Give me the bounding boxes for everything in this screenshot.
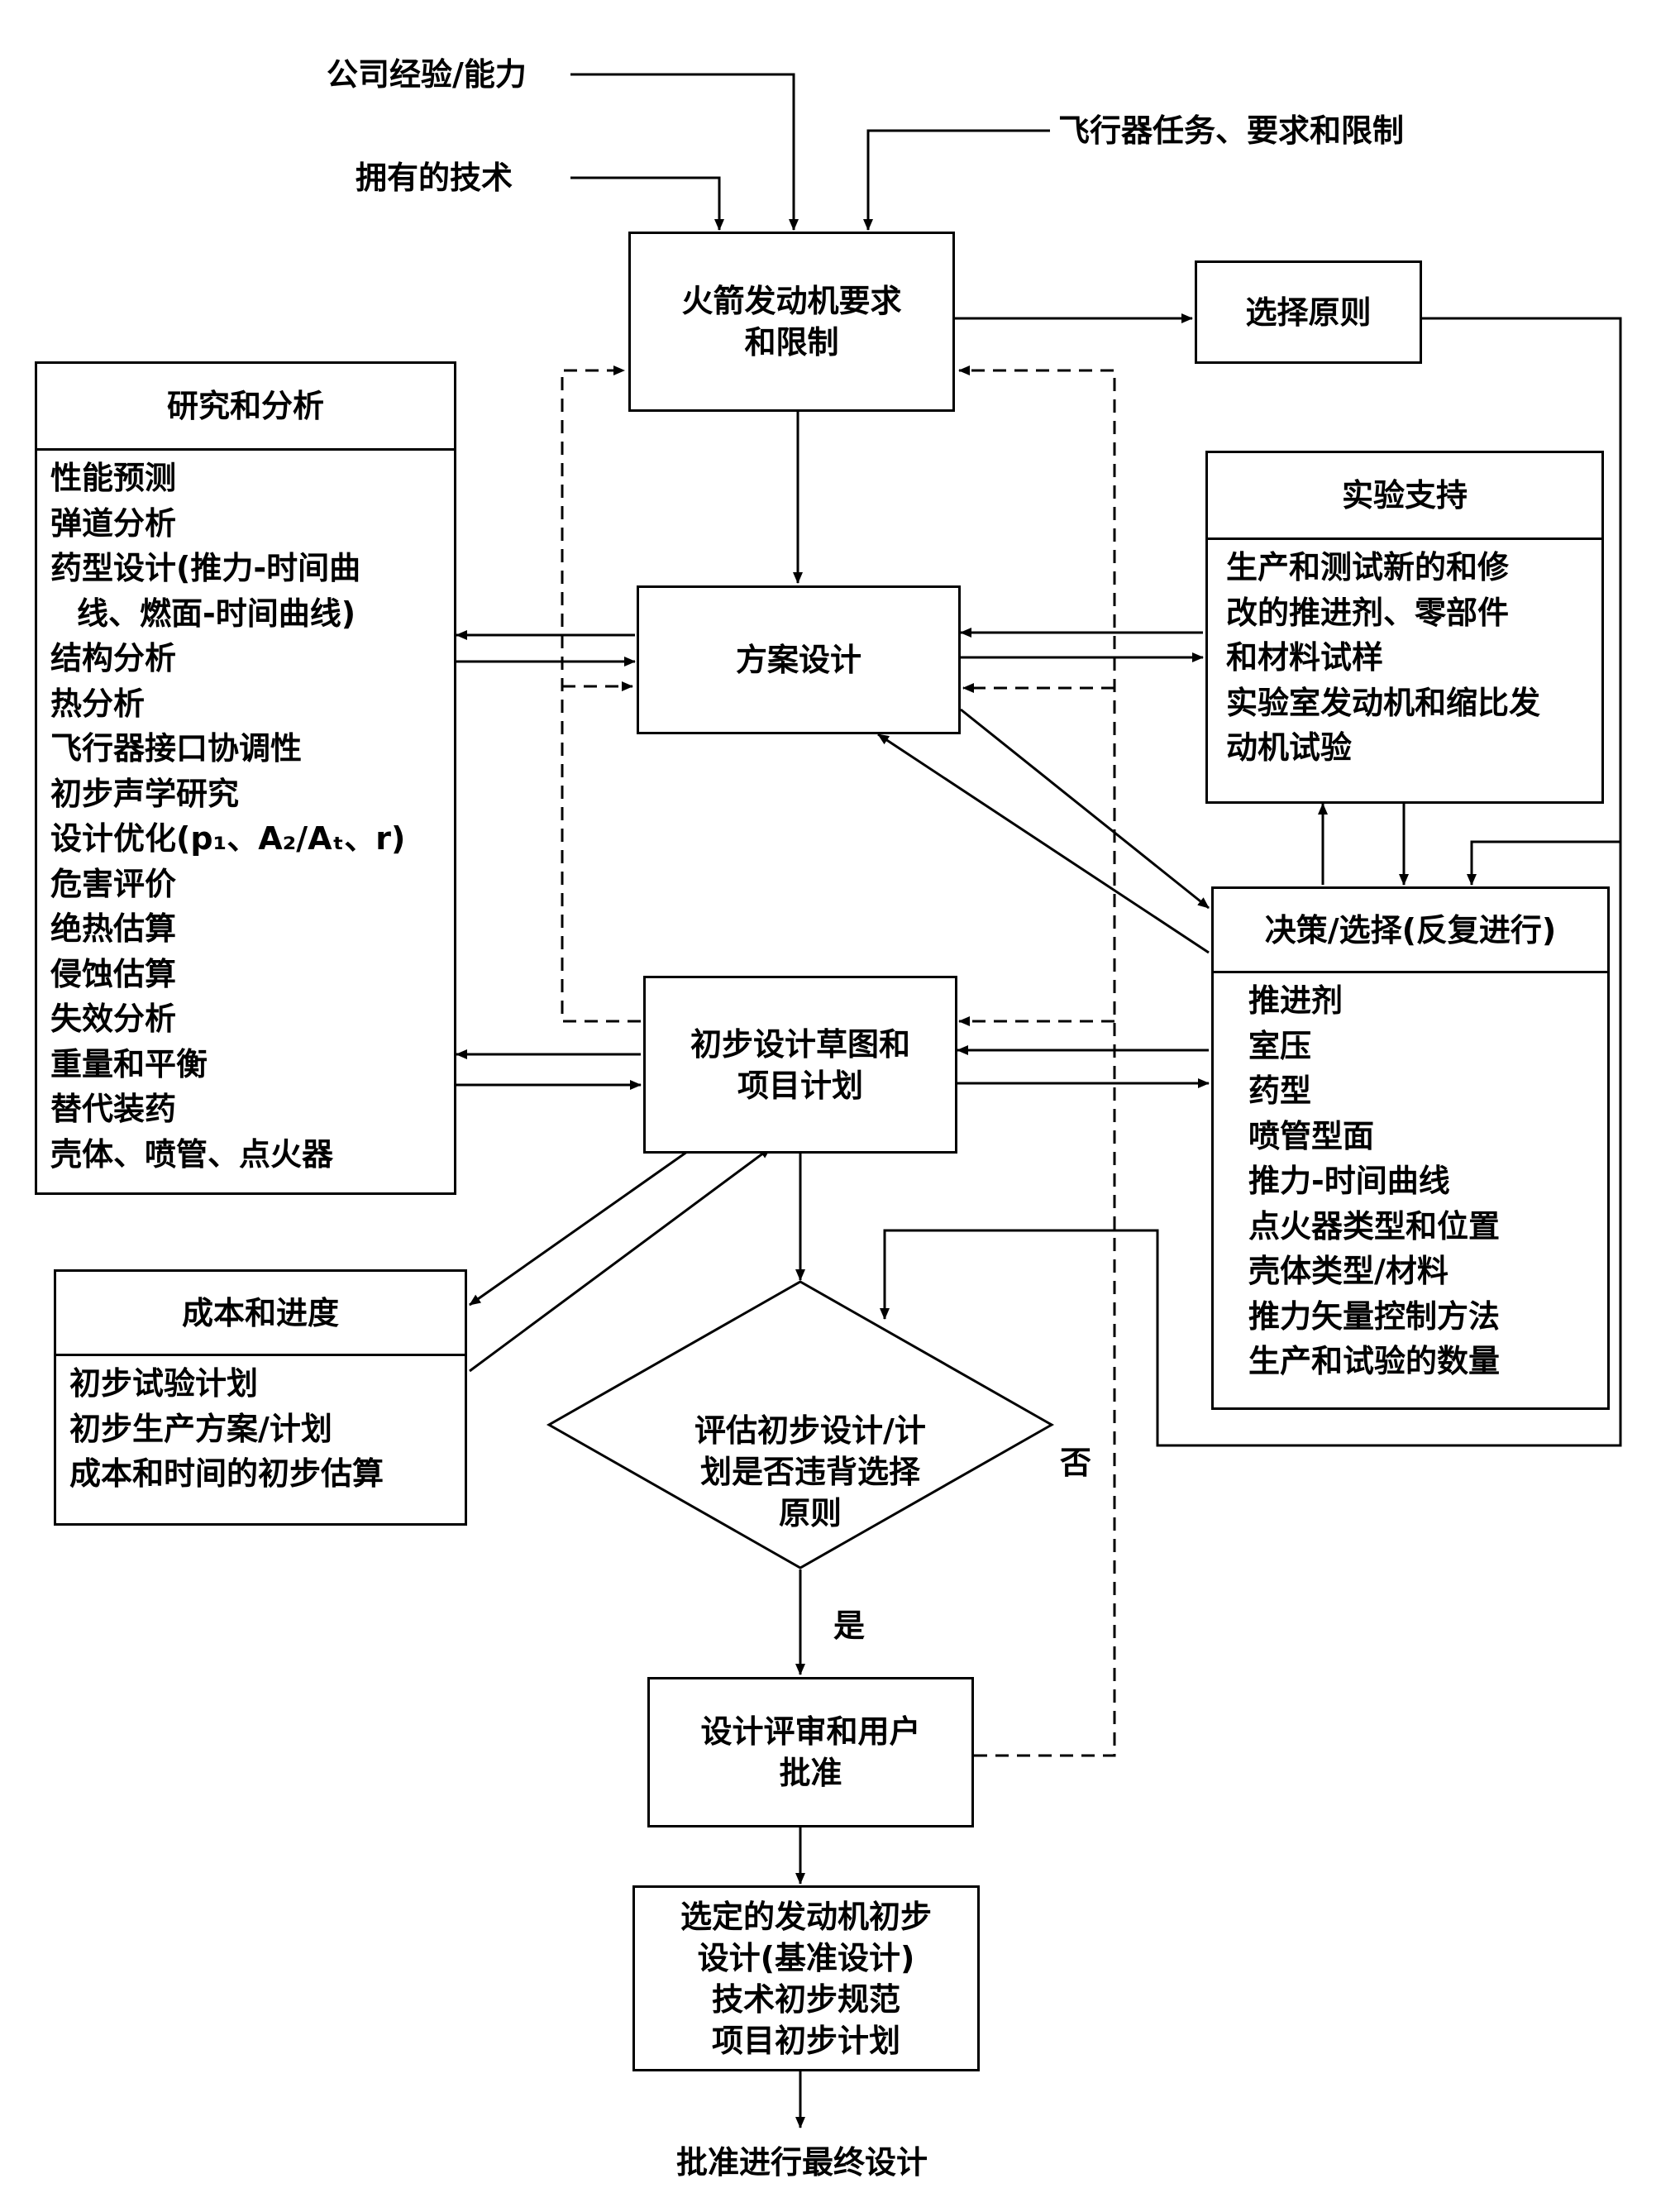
evaluate-line-1: 评估初步设计/计 bbox=[694, 1412, 926, 1449]
research-analysis-title-bar: 研究和分析 bbox=[37, 364, 454, 451]
decisions-list: 推进剂 室压 药型 喷管型面 推力-时间曲线 点火器类型和位置 壳体类型/材料 … bbox=[1214, 973, 1607, 1384]
research-item: 替代装药 bbox=[50, 1091, 177, 1127]
evaluate-decision-text: 评估初步设计/计 划是否违背选择 原则 bbox=[579, 1373, 1042, 1571]
cost-schedule-box: 成本和进度 初步试验计划 初步生产方案/计划 成本和时间的初步估算 bbox=[54, 1269, 467, 1526]
design-review-box: 设计评审和用户 批准 bbox=[647, 1677, 974, 1827]
decision-item: 室压 bbox=[1248, 1027, 1312, 1064]
cost-item: 成本和时间的初步估算 bbox=[69, 1455, 384, 1492]
arrow-company-to-requirements bbox=[570, 73, 799, 231]
arrow-sketch-to-cost bbox=[469, 1146, 694, 1307]
experiment-item: 和材料试样 bbox=[1226, 639, 1384, 676]
yes-label: 是 bbox=[833, 1608, 866, 1644]
experiment-support-title-bar: 实验支持 bbox=[1208, 453, 1601, 540]
experiment-item: 生产和测试新的和修 bbox=[1226, 549, 1510, 585]
requirements-line-1: 火箭发动机要求 bbox=[681, 283, 902, 319]
criteria-box: 选择原则 bbox=[1195, 260, 1422, 364]
research-item: 重量和平衡 bbox=[50, 1045, 208, 1082]
experiment-item: 实验室发动机和缩比发 bbox=[1226, 684, 1541, 721]
decision-item: 壳体类型/材料 bbox=[1248, 1253, 1449, 1289]
experiment-support-box: 实验支持 生产和测试新的和修 改的推进剂、零部件 和材料试样 实验室发动机和缩比… bbox=[1205, 451, 1604, 804]
research-item: 飞行器接口协调性 bbox=[50, 730, 303, 767]
research-analysis-list: 性能预测 弹道分析 药型设计(推力-时间曲 线、燃面-时间曲线) 结构分析 热分… bbox=[37, 451, 454, 1177]
selected-line-2: 设计(基准设计) bbox=[697, 1939, 915, 1976]
decision-item: 推力-时间曲线 bbox=[1248, 1163, 1450, 1199]
decision-item: 药型 bbox=[1248, 1073, 1312, 1109]
research-item: 失效分析 bbox=[50, 1001, 177, 1037]
decisions-title-bar: 决策/选择(反复进行) bbox=[1214, 889, 1607, 973]
experiment-support-title: 实验支持 bbox=[1341, 477, 1468, 514]
experiment-item: 动机试验 bbox=[1226, 729, 1353, 766]
input-vehicle-requirements: 飞行器任务、要求和限制 bbox=[1058, 112, 1405, 149]
no-label: 否 bbox=[1060, 1445, 1092, 1481]
decision-item: 喷管型面 bbox=[1248, 1117, 1375, 1154]
cost-schedule-list: 初步试验计划 初步生产方案/计划 成本和时间的初步估算 bbox=[56, 1356, 465, 1497]
research-item: 危害评价 bbox=[50, 865, 177, 902]
review-line-1: 设计评审和用户 bbox=[700, 1713, 921, 1750]
arrow-technology-to-requirements bbox=[570, 176, 724, 231]
research-item: 线、燃面-时间曲线) bbox=[77, 595, 356, 632]
arrow-cost-to-sketch bbox=[469, 1146, 771, 1373]
cost-schedule-title-bar: 成本和进度 bbox=[56, 1272, 465, 1356]
selected-design-box: 选定的发动机初步 设计(基准设计) 技术初步规范 项目初步计划 bbox=[632, 1885, 980, 2071]
research-item: 药型设计(推力-时间曲 bbox=[50, 550, 361, 586]
arrow-concept-to-decisions bbox=[960, 708, 1210, 910]
selected-line-4: 项目初步计划 bbox=[711, 2022, 900, 2059]
research-item: 绝热估算 bbox=[50, 910, 177, 947]
input-company-experience: 公司经验/能力 bbox=[327, 56, 527, 93]
evaluate-line-3: 原则 bbox=[778, 1495, 842, 1531]
research-item: 性能预测 bbox=[50, 460, 177, 496]
selected-line-3: 技术初步规范 bbox=[711, 1980, 900, 2018]
requirements-line-2: 和限制 bbox=[744, 324, 839, 361]
decision-item: 点火器类型和位置 bbox=[1248, 1207, 1501, 1245]
final-approval-label: 批准进行最终设计 bbox=[675, 2144, 928, 2181]
cost-schedule-title: 成本和进度 bbox=[181, 1294, 339, 1331]
research-item: 初步声学研究 bbox=[50, 775, 240, 812]
evaluate-line-2: 划是否违背选择 bbox=[699, 1454, 920, 1490]
dashed-loop-left bbox=[561, 365, 641, 1023]
cost-item: 初步试验计划 bbox=[69, 1365, 259, 1402]
research-item: 壳体、喷管、点火器 bbox=[50, 1135, 334, 1173]
input-owned-technology: 拥有的技术 bbox=[356, 160, 513, 196]
arrow-vehicle-to-requirements bbox=[863, 129, 1050, 231]
preliminary-sketch-box: 初步设计草图和 项目计划 bbox=[643, 976, 957, 1154]
dashed-loop-right bbox=[958, 365, 1116, 1757]
criteria-label: 选择原则 bbox=[1245, 294, 1372, 331]
research-analysis-box: 研究和分析 性能预测 弹道分析 药型设计(推力-时间曲 线、燃面-时间曲线) 结… bbox=[35, 361, 456, 1195]
concept-design-label: 方案设计 bbox=[735, 642, 861, 678]
decision-item: 推进剂 bbox=[1248, 982, 1344, 1019]
decision-item: 推力矢量控制方法 bbox=[1248, 1297, 1501, 1335]
research-item: 弹道分析 bbox=[50, 504, 177, 542]
arrow-criteria-to-decisions bbox=[1467, 840, 1620, 886]
research-item: 热分析 bbox=[50, 685, 146, 722]
decisions-box: 决策/选择(反复进行) 推进剂 室压 药型 喷管型面 推力-时间曲线 点火器类型… bbox=[1211, 886, 1610, 1410]
requirements-box: 火箭发动机要求 和限制 bbox=[628, 232, 955, 412]
decision-item: 生产和试验的数量 bbox=[1248, 1343, 1501, 1379]
line-criteria-loop bbox=[880, 317, 1622, 1447]
sketch-line-1: 初步设计草图和 bbox=[690, 1025, 910, 1063]
research-item: 侵蚀估算 bbox=[50, 955, 177, 992]
research-item: 结构分析 bbox=[50, 640, 177, 676]
experiment-item: 改的推进剂、零部件 bbox=[1226, 594, 1510, 631]
selected-line-1: 选定的发动机初步 bbox=[680, 1898, 932, 1935]
review-line-2: 批准 bbox=[779, 1755, 842, 1791]
decisions-title: 决策/选择(反复进行) bbox=[1264, 911, 1557, 948]
concept-design-box: 方案设计 bbox=[637, 585, 961, 734]
evaluate-diamond bbox=[546, 1280, 1055, 1569]
sketch-line-2: 项目计划 bbox=[737, 1067, 863, 1104]
arrow-decisions-to-concept bbox=[877, 733, 1210, 954]
research-item: 设计优化(p₁、A₂/Aₜ、r) bbox=[50, 820, 406, 857]
research-analysis-title: 研究和分析 bbox=[166, 388, 324, 424]
cost-item: 初步生产方案/计划 bbox=[69, 1410, 332, 1447]
experiment-support-list: 生产和测试新的和修 改的推进剂、零部件 和材料试样 实验室发动机和缩比发 动机试… bbox=[1208, 540, 1601, 771]
